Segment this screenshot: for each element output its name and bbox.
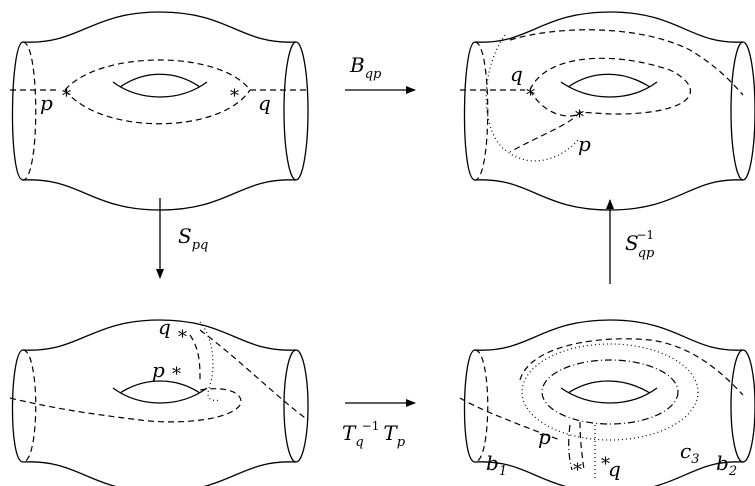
surface-bottom-left: * * q p bbox=[10, 315, 308, 486]
point-p-label: p bbox=[40, 91, 53, 115]
left-boundary-front bbox=[12, 42, 23, 180]
right-boundary-circle bbox=[731, 42, 755, 180]
right-boundary-circle bbox=[731, 350, 755, 462]
map-label-S-qp-inverse: Sqp−1 bbox=[625, 228, 655, 261]
lower-curve bbox=[530, 90, 580, 116]
label-b1: b1 bbox=[486, 451, 507, 479]
surface-outline bbox=[475, 12, 743, 210]
label-b2: b2 bbox=[716, 451, 737, 479]
arrow-top: Bqp bbox=[345, 53, 415, 90]
point-p-label: p bbox=[538, 425, 551, 449]
outer-loop bbox=[520, 339, 743, 395]
star-marker: * bbox=[178, 327, 187, 348]
arc-from-left bbox=[10, 389, 241, 422]
left-boundary-front bbox=[12, 350, 23, 462]
point-p-label: p bbox=[152, 358, 165, 382]
dotted-curve bbox=[200, 322, 220, 400]
upper-curve bbox=[65, 60, 250, 90]
map-label-B-qp: Bqp bbox=[349, 53, 382, 82]
arc-to-right bbox=[200, 330, 308, 420]
hole bbox=[561, 381, 657, 403]
hole bbox=[113, 381, 207, 403]
surface-top-right: * * q p bbox=[460, 12, 755, 210]
point-q-label: q bbox=[608, 457, 621, 481]
arc-through-points bbox=[190, 335, 200, 380]
star-marker: * bbox=[575, 107, 584, 128]
right-boundary-circle bbox=[284, 350, 308, 462]
star-marker: * bbox=[230, 86, 239, 107]
point-q-label: q bbox=[158, 315, 171, 339]
point-q-label: q bbox=[258, 91, 271, 115]
left-boundary-front bbox=[464, 350, 475, 462]
left-boundary-back bbox=[475, 350, 488, 462]
arrow-right: Sqp−1 bbox=[610, 200, 655, 284]
curve-c3-loop bbox=[542, 360, 678, 424]
star-marker: * bbox=[172, 364, 181, 385]
surface-bottom-right: * * p q c3 b1 b2 bbox=[460, 320, 755, 486]
lower-curve bbox=[65, 90, 250, 124]
hole bbox=[113, 74, 207, 97]
point-q-label: q bbox=[510, 62, 523, 86]
surface-outline bbox=[23, 12, 296, 210]
hole bbox=[561, 74, 657, 97]
left-boundary-back bbox=[475, 42, 488, 180]
label-c3: c3 bbox=[680, 439, 699, 467]
left-boundary-back bbox=[23, 42, 36, 180]
star-marker: * bbox=[573, 460, 582, 481]
right-boundary-circle bbox=[284, 42, 308, 180]
arc-to-upper-right bbox=[510, 30, 743, 95]
star-marker: * bbox=[526, 85, 535, 106]
star-marker: * bbox=[62, 86, 71, 107]
map-label-S-pq: Spq bbox=[178, 224, 208, 253]
left-boundary-back bbox=[23, 350, 36, 462]
big-loop bbox=[530, 58, 690, 114]
left-boundary-front bbox=[464, 42, 475, 180]
point-p-label: p bbox=[578, 132, 591, 156]
dashdot-strand bbox=[569, 425, 572, 470]
surface-top-left: * * p q bbox=[10, 12, 308, 210]
curve-to-bottom bbox=[510, 112, 580, 152]
